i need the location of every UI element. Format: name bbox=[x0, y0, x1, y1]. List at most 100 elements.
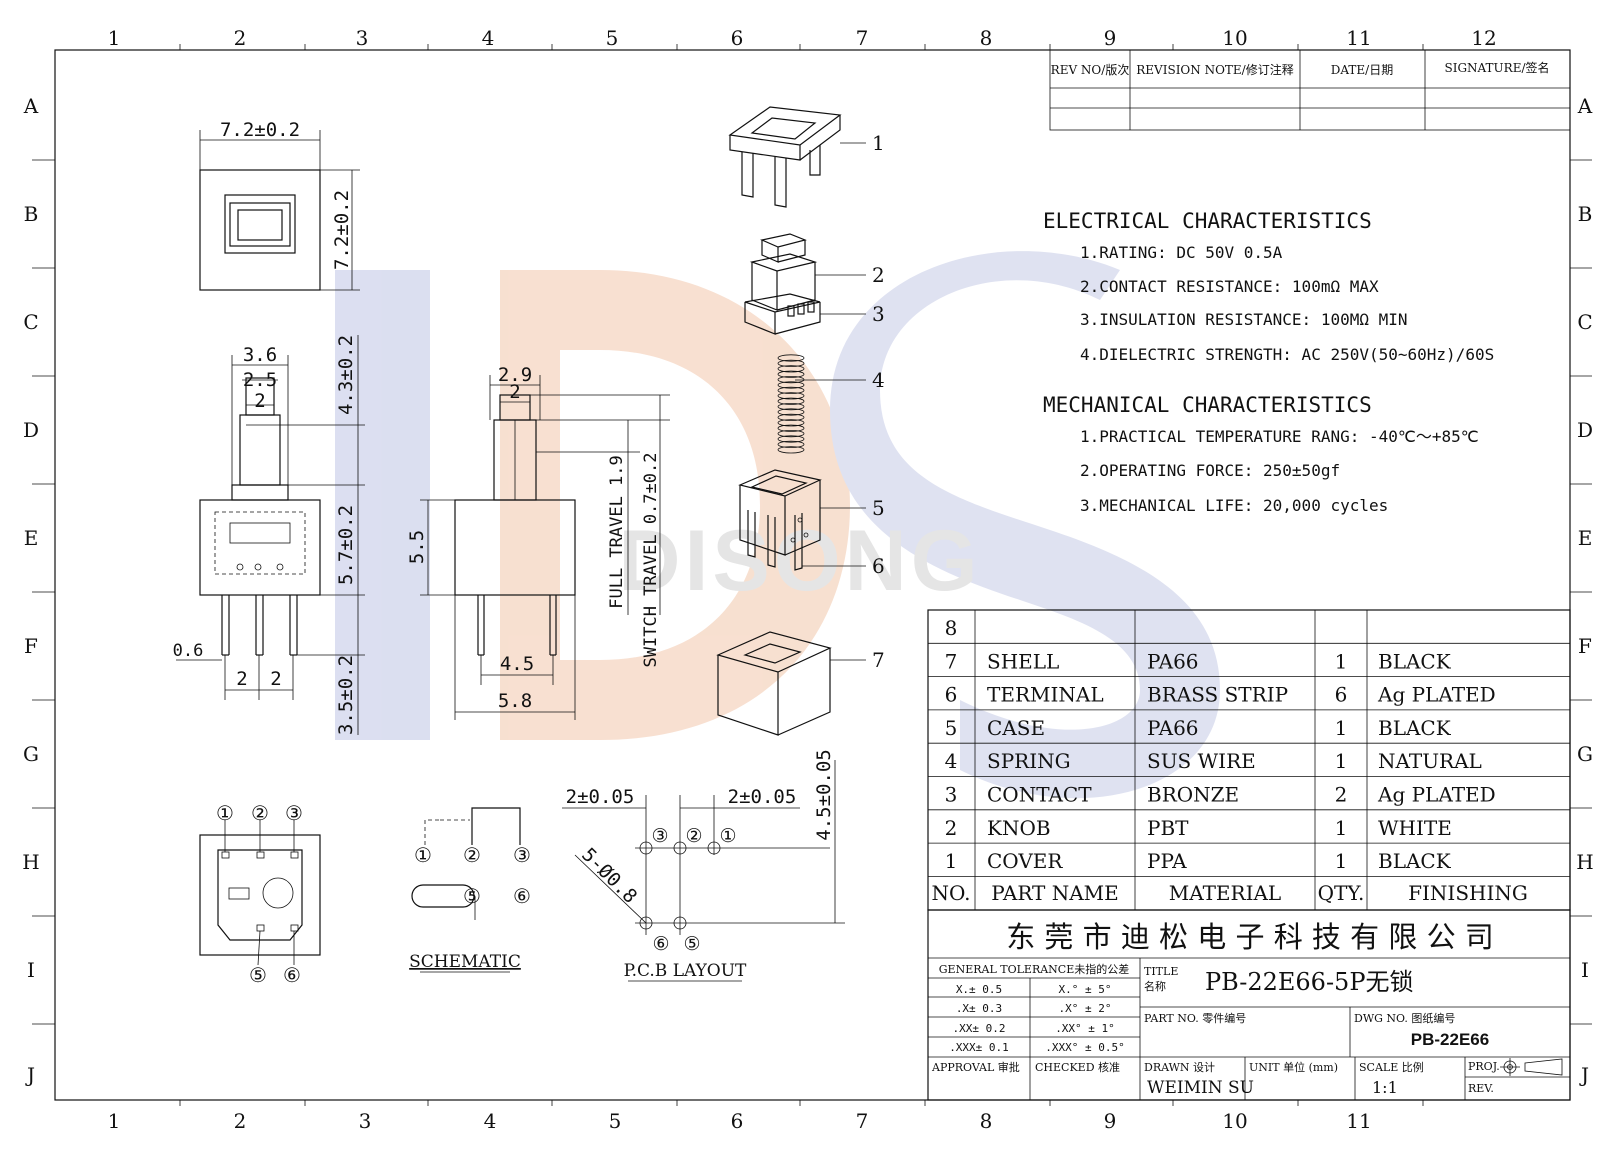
frame-col-label: 3 bbox=[356, 26, 369, 50]
parts-cell-name: KNOB bbox=[987, 816, 1051, 840]
top-view: 7.2±0.2 7.2±0.2 bbox=[199, 119, 360, 291]
frame-col-label: 8 bbox=[980, 1109, 993, 1133]
pin-6-label: ⑥ bbox=[283, 963, 301, 987]
revision-table: REV NO/版次 REVISION NOTE/修订注释 DATE/日期 SIG… bbox=[1049, 49, 1571, 131]
dim-2-b: 2 bbox=[236, 668, 247, 690]
dim-3-5: 3.5±0.2 bbox=[335, 655, 357, 735]
frame-row-label: B bbox=[1578, 202, 1593, 226]
checked-label: CHECKED 核准 bbox=[1035, 1060, 1120, 1074]
parts-cell-qty: 1 bbox=[1335, 649, 1348, 673]
side-view: 3.6 2.5 2 4.3±0.2 5.7±0.2 3.5±0.2 0.6 2 … bbox=[173, 335, 365, 735]
frame-row-label: E bbox=[24, 526, 39, 550]
parts-cell-name: SPRING bbox=[987, 749, 1071, 773]
parts-cell-no: 3 bbox=[945, 783, 958, 807]
frame-col-label: 9 bbox=[1104, 26, 1117, 50]
callout-5: 5 bbox=[872, 496, 885, 520]
pcb-layout: 2±0.05 2±0.05 4.5±0.05 5-Ø0.8 ③ ② ① ⑥ ⑤ … bbox=[562, 749, 845, 982]
parts-header-no: NO. bbox=[931, 881, 970, 905]
watermark-d bbox=[500, 270, 850, 740]
dim-2-9: 2.9 bbox=[498, 364, 532, 386]
frame-col-label: 8 bbox=[980, 26, 993, 50]
parts-cell-finishing: NATURAL bbox=[1378, 749, 1482, 773]
schematic-pin-5: ⑤ bbox=[463, 884, 481, 908]
parts-cell-material: SUS WIRE bbox=[1147, 749, 1256, 773]
frame-col-label: 2 bbox=[234, 1109, 247, 1133]
parts-cell-material: PA66 bbox=[1147, 649, 1199, 673]
pin-3-label: ③ bbox=[285, 801, 303, 825]
parts-cell-no: 6 bbox=[945, 683, 958, 707]
parts-cell-qty: 1 bbox=[1335, 849, 1348, 873]
frame-row-label: D bbox=[1577, 418, 1593, 442]
frame-col-label: 10 bbox=[1222, 1109, 1247, 1133]
electrical-characteristics: ELECTRICAL CHARACTERISTICS 1.RATING: DC … bbox=[1043, 209, 1494, 364]
frame-col-label: 3 bbox=[359, 1109, 372, 1133]
frame-col-label: 6 bbox=[731, 1109, 744, 1133]
bottom-view: ① ② ③ ⑤ ⑥ bbox=[199, 801, 321, 987]
frame-row-label: F bbox=[24, 634, 38, 658]
parts-row-empty-no: 8 bbox=[945, 616, 958, 640]
parts-cell-finishing: BLACK bbox=[1378, 649, 1452, 673]
drawn-label: DRAWN 设计 bbox=[1144, 1061, 1215, 1074]
frame-col-label: 10 bbox=[1222, 26, 1247, 50]
dim-4-3: 4.3±0.2 bbox=[335, 335, 357, 415]
pcb-dim-2-b: 2±0.05 bbox=[728, 786, 797, 808]
parts-cell-material: PPA bbox=[1147, 849, 1187, 873]
watermark-s bbox=[830, 251, 1220, 799]
mechanical-characteristics: MECHANICAL CHARACTERISTICS 1.PRACTICAL T… bbox=[1043, 393, 1479, 515]
parts-cell-material: BRONZE bbox=[1147, 783, 1239, 807]
parts-cell-finishing: Ag PLATED bbox=[1377, 783, 1496, 807]
frame-row-label: H bbox=[22, 850, 39, 874]
frame-ticks bbox=[32, 44, 1592, 1106]
frame-row-label: F bbox=[1578, 634, 1592, 658]
parts-cell-material: BRASS STRIP bbox=[1147, 683, 1288, 707]
mechanical-item: 1.PRACTICAL TEMPERATURE RANG: -40℃～+85℃ bbox=[1080, 427, 1479, 446]
frame-row-label: J bbox=[1579, 1063, 1589, 1087]
electrical-item: 3.INSULATION RESISTANCE: 100MΩ MIN bbox=[1080, 310, 1408, 329]
callout-3: 3 bbox=[872, 302, 885, 326]
part-cover: 1 bbox=[728, 106, 885, 208]
frame-col-label: 7 bbox=[856, 26, 869, 50]
frame-col-label: 9 bbox=[1104, 1109, 1117, 1133]
electrical-item: 4.DIELECTRIC STRENGTH: AC 250V(50~60Hz)/… bbox=[1080, 345, 1494, 364]
parts-cell-material: PBT bbox=[1147, 816, 1189, 840]
pin-2-label: ② bbox=[251, 801, 269, 825]
parts-header-name: PART NAME bbox=[991, 881, 1119, 905]
parts-cell-no: 5 bbox=[945, 716, 958, 740]
rev-header-signature: SIGNATURE/签名 bbox=[1444, 60, 1549, 75]
pcb-pin-1: ① bbox=[719, 825, 736, 847]
tolerance-angular: X.° ± 5° bbox=[1059, 983, 1112, 996]
frame-col-label: 4 bbox=[482, 26, 495, 50]
parts-cell-no: 1 bbox=[945, 849, 958, 873]
dim-5-8: 5.8 bbox=[498, 690, 532, 712]
parts-header-qty: QTY. bbox=[1318, 881, 1365, 905]
dwg-no: PB-22E66 bbox=[1411, 1030, 1489, 1049]
schematic: ① ② ③ ⑤ ⑥ SCHEMATIC bbox=[409, 807, 531, 973]
frame-col-label: 11 bbox=[1346, 1109, 1371, 1133]
dim-5-7: 5.7±0.2 bbox=[335, 505, 357, 585]
rev-header-no: REV NO/版次 bbox=[1051, 63, 1130, 77]
dim-2-c: 2 bbox=[270, 668, 281, 690]
pin-1-label: ① bbox=[216, 801, 234, 825]
frame-row-label: C bbox=[23, 310, 38, 334]
drawing-title: PB-22E66-5P无锁 bbox=[1205, 968, 1413, 996]
pin-5-label: ⑤ bbox=[249, 963, 267, 987]
part-contact: 3 bbox=[744, 293, 885, 335]
parts-cell-name: COVER bbox=[987, 849, 1063, 873]
parts-cell-name: CASE bbox=[987, 716, 1045, 740]
part-no-label: PART NO. 零件编号 bbox=[1144, 1011, 1246, 1025]
frame-row-label: G bbox=[1577, 742, 1593, 766]
frame-row-label: B bbox=[24, 202, 39, 226]
approval-label: APPROVAL 审批 bbox=[931, 1060, 1020, 1074]
pcb-hole-dim: 5-Ø0.8 bbox=[577, 844, 641, 908]
callout-2: 2 bbox=[872, 263, 885, 287]
title-label-cn: 名称 bbox=[1144, 979, 1166, 993]
frame-row-label: D bbox=[23, 418, 39, 442]
scale-label: SCALE 比例 bbox=[1359, 1060, 1424, 1074]
title-block: 东 莞 市 迪 松 电 子 科 技 有 限 公 司 GENERAL TOLERA… bbox=[927, 909, 1571, 1101]
